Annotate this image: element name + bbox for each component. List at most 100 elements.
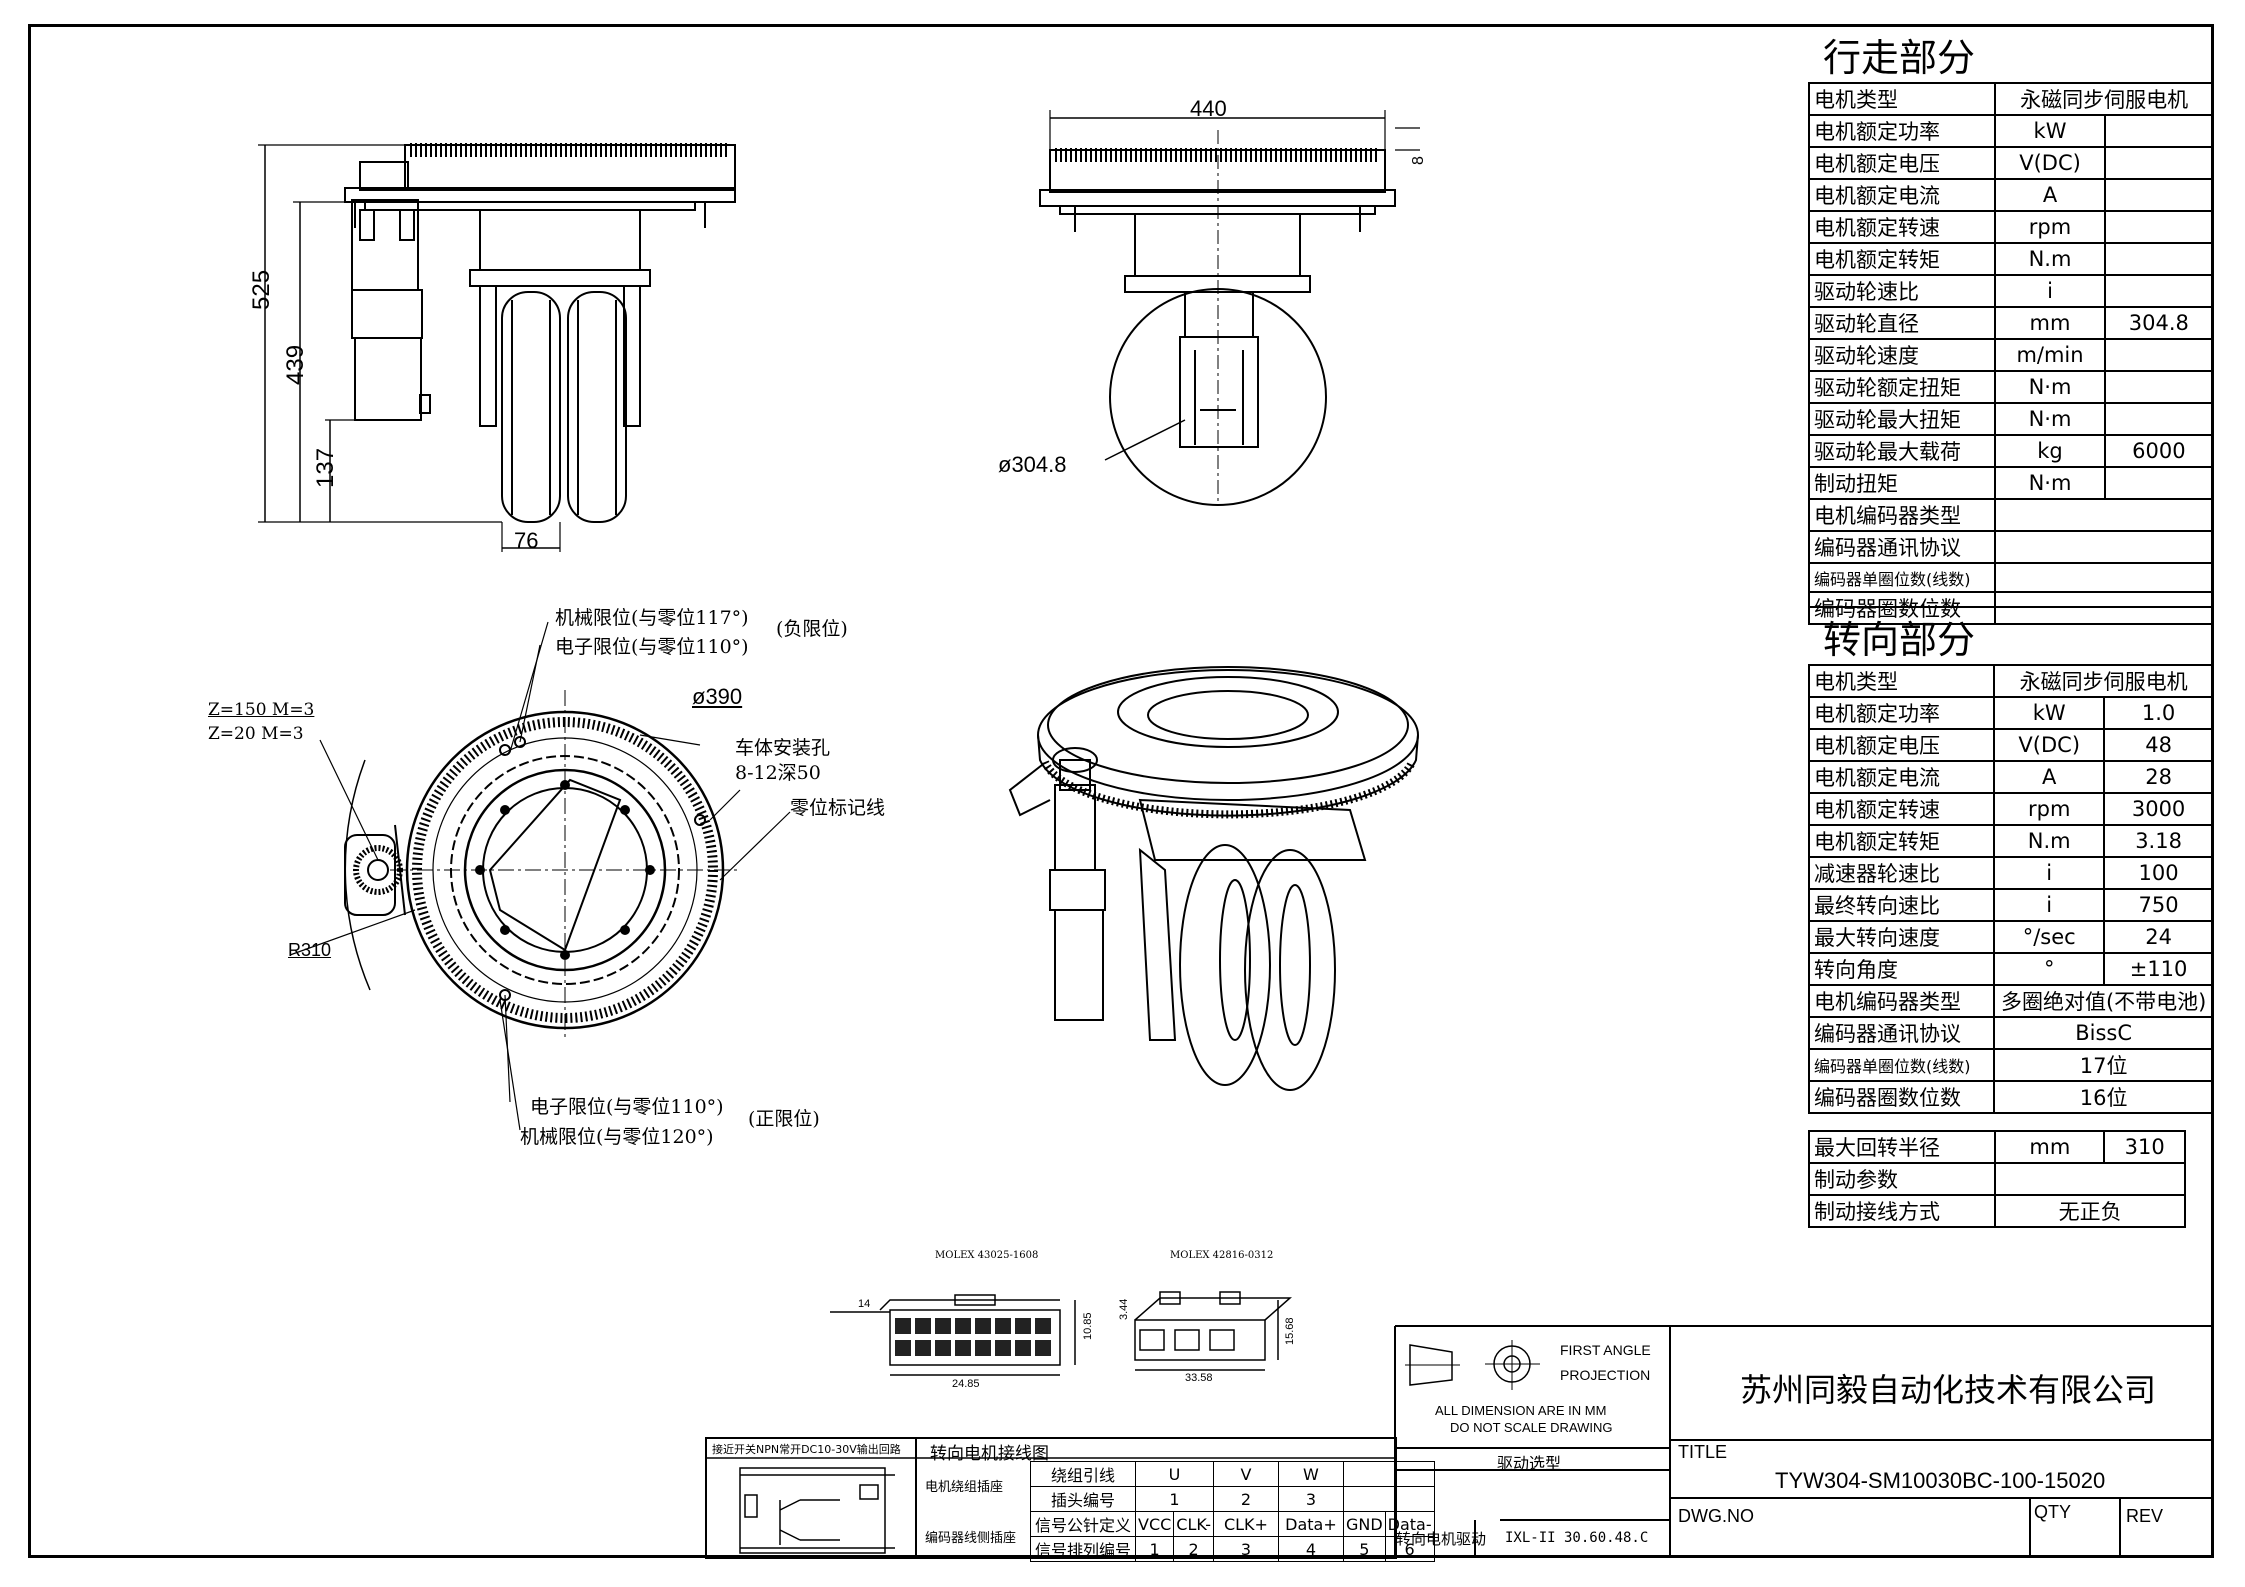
spec-unit: V(DC) [1994,146,2106,180]
spec-unit: mm [1994,1130,2106,1164]
row2-c2: 2 [1212,1486,1279,1512]
rev-label: REV [2126,1506,2164,1526]
spec-label: 驱动轮速比 [1807,274,1997,308]
spec-label: 电机额定功率 [1807,696,1996,730]
spec-value [2103,242,2215,276]
spec-unit: rpm [1993,792,2106,826]
spec-unit: kg [1994,434,2106,468]
spec-label: 编码器单圈位数(线数) [1807,561,1997,594]
mount-spec: 8-12深50 [735,762,821,784]
mech-limit-pos: 机械限位(与零位120°) [520,1126,714,1148]
spec-value: 28 [2103,760,2214,794]
spec-label: 制动参数 [1807,1162,1997,1196]
dim-wheel: 76 [514,528,539,553]
spec-unit [1994,1162,2186,1196]
radius: R310 [288,940,332,960]
row2-label: 插头编号 [1030,1486,1136,1512]
spec-unit: N.m [1994,242,2106,276]
row4-c3: 3 [1212,1536,1279,1562]
spec-row: 制动参数 [1807,1162,2186,1196]
spec-value [2103,466,2215,500]
dim-total: 525 [248,269,275,310]
spec-unit: m/min [1994,338,2106,372]
spec-unit: 16位 [1993,1080,2214,1114]
spec-value: 1.0 [2103,696,2214,730]
dim-dia: ø304.8 [998,452,1067,477]
gear-z1: Z=150 M=3 [208,700,315,720]
spec-row: 转向角度°±110 [1807,952,2214,986]
connector-dim-4: 33.58 [1185,1372,1213,1384]
spec-unit: 17位 [1993,1048,2214,1082]
spec-value: 24 [2103,920,2214,954]
elec-limit-neg: 电子限位(与零位110°) [555,636,749,658]
connector-dim-3: 10.85 [1082,1312,1094,1340]
title-value: TYW304-SM10030BC-100-15020 [1775,1468,2106,1493]
projection-label: PROJECTION [1560,1367,1651,1383]
spec-label: 减速器轮速比 [1807,856,1996,890]
side-view [258,143,736,552]
spec-label: 驱动轮额定扭矩 [1807,370,1997,404]
spec-label: 电机额定电压 [1807,728,1996,762]
spec-label: 驱动轮速度 [1807,338,1997,372]
spec-unit: A [1994,178,2106,212]
spec-label: 制动扭矩 [1807,466,1997,500]
spec-unit: kW [1993,696,2106,730]
zero-line: 零位标记线 [790,797,886,819]
dim-note-2: DO NOT SCALE DRAWING [1450,1420,1613,1435]
spec-unit: 无正负 [1994,1194,2186,1228]
spec-unit: N·m [1994,466,2106,500]
wire-row-3: 信号公针定义 VCC CLK- CLK+ Data+ GND Data- [1030,1511,1435,1537]
dim-width: 440 [1190,96,1227,121]
spec-unit: i [1994,274,2106,308]
spec-label: 制动接线方式 [1807,1194,1997,1228]
spec-value: ±110 [2103,952,2214,986]
spec-unit: BissC [1993,1016,2214,1050]
dim-motor: 439 [282,344,309,385]
title-block-lines [705,1325,2214,1559]
steer-section-title: 转向部分 [1809,606,2213,666]
spec-value: 310 [2103,1130,2186,1164]
spec-label: 驱动轮最大扭矩 [1807,402,1997,436]
spec-value: 100 [2103,856,2214,890]
spec-value [2103,274,2215,308]
spec-value: 6000 [2103,434,2215,468]
company-name: 苏州同毅自动化技术有限公司 [1740,1371,2157,1409]
row3-c1: VCC [1134,1511,1175,1537]
iso-view [1008,666,1419,1091]
spec-row: 电机类型永磁同步伺服电机 [1807,82,2214,116]
encoder-socket-label: 编码器线侧插座 [925,1531,1017,1546]
spec-unit: 永磁同步伺服电机 [1993,664,2214,698]
wire-row-4: 信号排列编号 1 2 3 4 5 6 [1030,1536,1435,1562]
connector-dim-5: 3.44 [1118,1298,1130,1320]
spec-unit [1994,561,2214,594]
elec-limit-pos: 电子限位(与零位110°) [530,1096,724,1118]
row1-c3: W [1277,1461,1344,1487]
drive-section-title: 行走部分 [1809,24,2213,84]
connector-2-label: MOLEX 42816-0312 [1170,1250,1274,1261]
row4-c4: 4 [1277,1536,1344,1562]
qty-label: QTY [2034,1502,2072,1522]
spec-label: 编码器通讯协议 [1807,1016,1996,1050]
top-dia: ø390 [692,684,743,709]
row3-c6: Data- [1384,1511,1435,1537]
spec-label: 驱动轮最大载荷 [1807,434,1997,468]
row4-label: 信号排列编号 [1030,1536,1136,1562]
